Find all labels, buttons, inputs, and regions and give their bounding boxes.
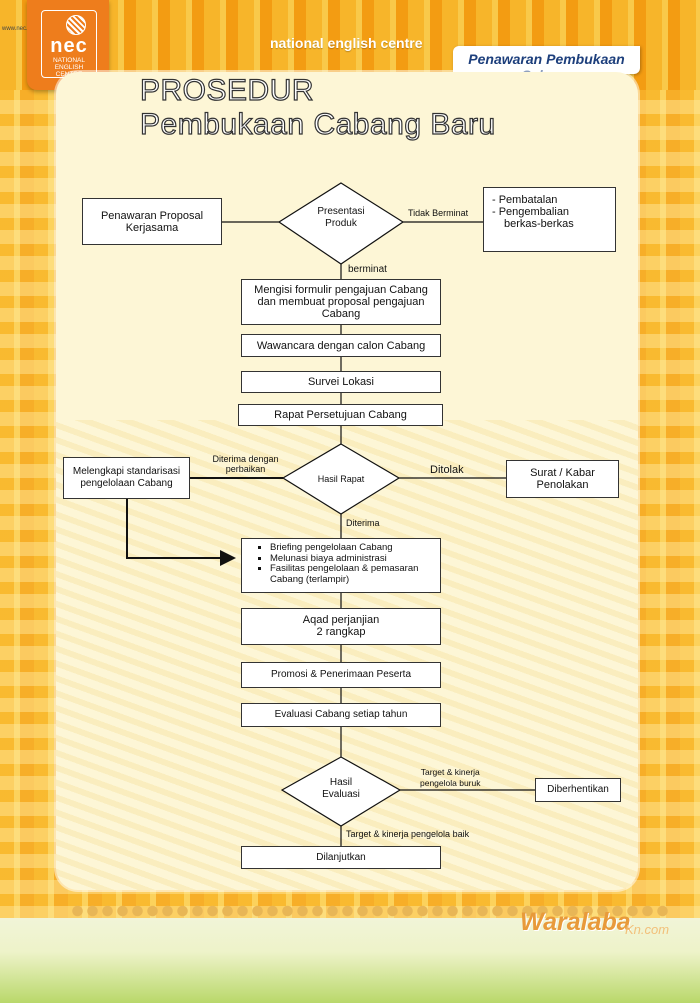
- label-diterima-perbaikan: Diterima dengan perbaikan: [212, 454, 279, 474]
- pembatalan-line2: - Pengembalian: [492, 206, 570, 218]
- box-proposal: Penawaran Proposal Kerjasama: [82, 198, 222, 245]
- label-hasil-evaluasi: Hasil Evaluasi: [301, 777, 381, 801]
- footer-gradient: [0, 918, 700, 1003]
- logo-word: nec: [50, 35, 88, 57]
- pembatalan-line1: - Pembatalan: [492, 194, 558, 206]
- box-bullets: Briefing pengelolaan Cabang Melunasi bia…: [241, 538, 441, 593]
- decision-presentasi: [277, 182, 405, 265]
- box-diberhentikan: Diberhentikan: [535, 778, 621, 802]
- bullet-briefing: Briefing pengelolaan Cabang: [270, 542, 436, 554]
- target-buruk-line2: pengelola buruk: [420, 778, 481, 788]
- label-target-baik: Target & kinerja pengelola baik: [346, 829, 470, 839]
- hasil-evaluasi-line1: Hasil: [329, 777, 353, 788]
- aqad-line2: 2 rangkap: [316, 626, 366, 638]
- bullet-fasilitas: Fasilitas pengelolaan & pemasaran Cabang…: [270, 563, 436, 585]
- site-url: www.nec.in: [2, 26, 33, 32]
- box-evaluasi: Evaluasi Cabang setiap tahun: [241, 703, 441, 727]
- box-promosi: Promosi & Penerimaan Peserta: [241, 662, 441, 688]
- target-buruk-line1: Target & kinerja: [420, 767, 480, 777]
- globe-icon: [66, 15, 86, 35]
- label-hasil-rapat: Hasil Rapat: [317, 474, 365, 484]
- box-dilanjutkan: Dilanjutkan: [241, 846, 441, 869]
- watermark: Waralaba: [520, 908, 631, 936]
- decision-hasil-rapat: [281, 443, 401, 515]
- watermark-suffix: Kn.com: [625, 922, 670, 937]
- dotted-divider: [70, 904, 670, 918]
- label-diterima: Diterima: [346, 518, 380, 528]
- page-title-line2: Pembukaan Cabang Baru: [139, 107, 496, 141]
- aqad-line1: Aqad perjanjian: [302, 614, 380, 626]
- box-rapat: Rapat Persetujuan Cabang: [238, 404, 443, 426]
- label-target-buruk: Target & kinerja pengelola buruk: [420, 767, 481, 789]
- label-ditolak: Ditolak: [430, 464, 464, 476]
- page-title-line1: PROSEDUR: [139, 73, 315, 107]
- box-pembatalan: - Pembatalan - Pengembalian berkas-berka…: [483, 187, 616, 252]
- brand-name: national english centre: [270, 35, 423, 51]
- box-melengkapi: Melengkapi standarisasi pengelolaan Caba…: [63, 457, 190, 499]
- box-survei: Survei Lokasi: [241, 371, 441, 393]
- bullet-biaya: Melunasi biaya administrasi: [270, 553, 436, 565]
- box-wawancara: Wawancara dengan calon Cabang: [241, 334, 441, 357]
- decision-hasil-evaluasi: [280, 756, 402, 827]
- pembatalan-line3: berkas-berkas: [504, 218, 574, 230]
- label-presentasi: Presentasi Produk: [317, 206, 365, 229]
- box-aqad: Aqad perjanjian 2 rangkap: [241, 608, 441, 645]
- box-surat: Surat / Kabar Penolakan: [506, 460, 619, 498]
- hasil-evaluasi-line2: Evaluasi: [322, 789, 360, 800]
- label-berminat: berminat: [348, 264, 387, 275]
- section-tag: Penawaran Pembukaan Cabang: [453, 46, 640, 83]
- label-tidak-berminat: Tidak Berminat: [408, 208, 469, 218]
- arrow-melengkapi-bullets: [126, 499, 236, 566]
- box-formulir: Mengisi formulir pengajuan Cabang dan me…: [241, 279, 441, 325]
